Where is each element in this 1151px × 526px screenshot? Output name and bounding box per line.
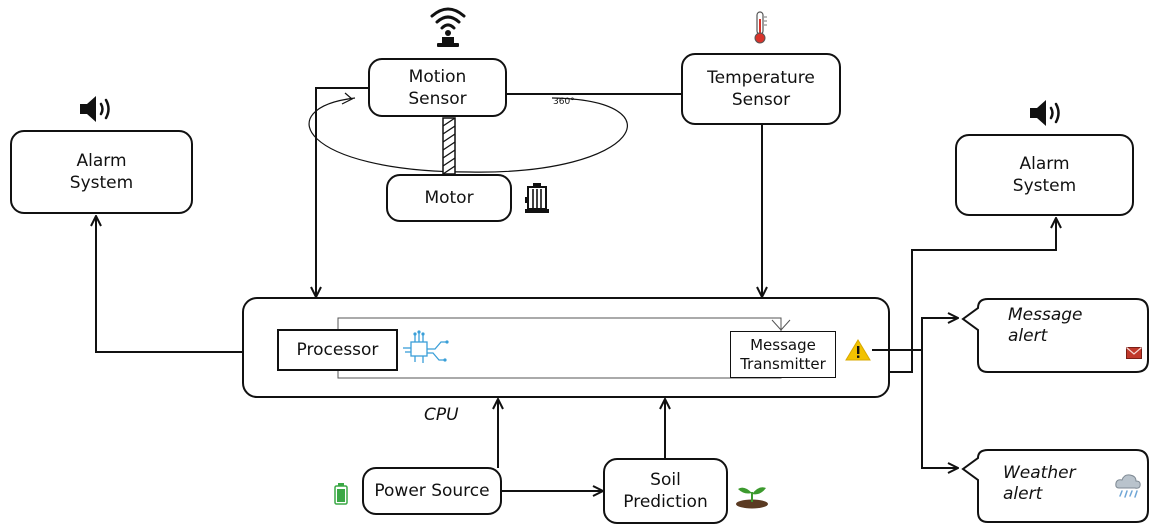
wire-cpu-to-left-alarm xyxy=(96,216,243,353)
motion-sensor-node: Motion Sensor xyxy=(368,58,507,117)
alarm-system-left-label: Alarm System xyxy=(69,151,134,193)
rotation-label: 360° xyxy=(553,97,575,107)
battery-icon xyxy=(334,483,348,505)
soil-prediction-node: Soil Prediction xyxy=(603,458,728,524)
message-alert-label: Message alert xyxy=(1008,305,1083,346)
alarm-system-right-node: Alarm System xyxy=(955,134,1134,216)
alarm-system-left-node: Alarm System xyxy=(10,130,193,214)
speaker-icon xyxy=(1030,100,1060,126)
envelope-icon xyxy=(1126,347,1142,359)
power-source-node: Power Source xyxy=(362,467,502,515)
cpu-label: CPU xyxy=(424,405,459,425)
temperature-sensor-label: Temperature Sensor xyxy=(707,68,815,110)
circuit-chip-icon xyxy=(403,330,449,363)
soil-prediction-label: Soil Prediction xyxy=(623,470,708,512)
speaker-icon xyxy=(80,96,110,122)
weather-alert-label: Weather alert xyxy=(1003,463,1076,504)
warning-icon xyxy=(845,339,871,361)
motor-label: Motor xyxy=(424,188,474,208)
processor-label: Processor xyxy=(296,340,379,360)
wire-motion-to-cpu xyxy=(316,87,369,297)
weather-alert-bubble xyxy=(961,449,1149,523)
wire-to-message-alert xyxy=(921,318,958,350)
alarm-system-right-label: Alarm System xyxy=(1012,154,1077,196)
cpu-internal-arrow xyxy=(771,319,791,331)
power-source-label: Power Source xyxy=(374,481,490,501)
rain-cloud-icon xyxy=(1115,474,1141,498)
motion-sensor-label: Motion Sensor xyxy=(408,66,467,109)
wifi-signal-icon xyxy=(430,7,466,47)
temperature-sensor-node: Temperature Sensor xyxy=(681,53,841,125)
motor-node: Motor xyxy=(386,174,512,222)
motor-icon xyxy=(525,183,549,213)
message-alert-bubble xyxy=(961,298,1149,373)
cpu-box xyxy=(242,297,890,398)
sprout-icon xyxy=(736,487,768,509)
thermometer-icon xyxy=(754,11,767,44)
wire-cpu-to-right-alarm xyxy=(889,218,1056,373)
message-transmitter-node: Message Transmitter xyxy=(730,331,836,378)
rotation-ellipse xyxy=(308,97,628,173)
processor-node: Processor xyxy=(277,329,398,371)
wire-to-weather-alert xyxy=(921,350,958,468)
message-transmitter-label: Message Transmitter xyxy=(740,335,826,373)
